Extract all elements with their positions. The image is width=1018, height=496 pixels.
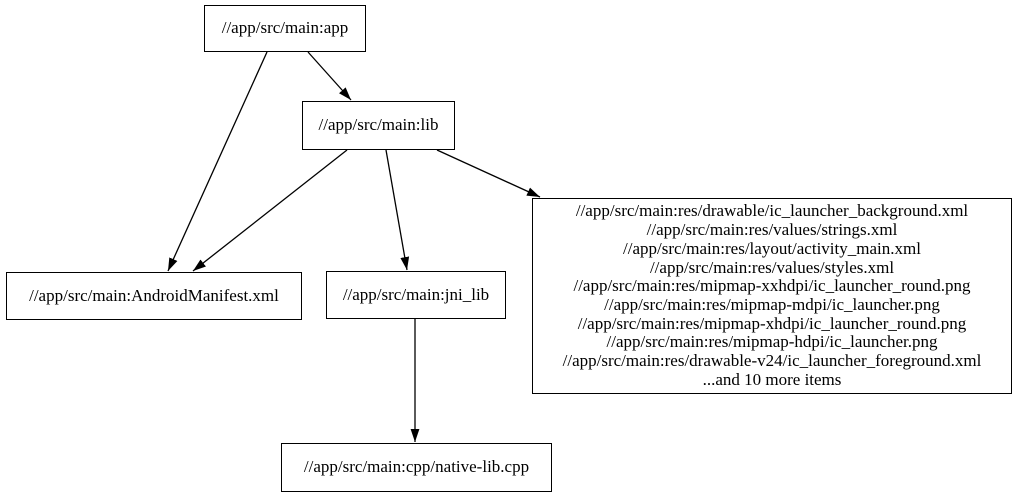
node-androidmanifest: //app/src/main:AndroidManifest.xml [6,272,302,320]
res-file-line: //app/src/main:res/values/strings.xml [646,220,898,240]
node-jni-lib-label: //app/src/main:jni_lib [342,284,490,304]
res-file-line: //app/src/main:res/drawable/ic_launcher_… [575,201,969,221]
res-file-line: //app/src/main:res/layout/activity_main.… [623,238,921,258]
edge-lib-to-res-files [436,149,541,198]
res-file-line: //app/src/main:res/drawable-v24/ic_launc… [562,351,982,371]
node-res-files: //app/src/main:res/drawable/ic_launcher_… [532,198,1012,394]
node-native-lib-cpp-label: //app/src/main:cpp/native-lib.cpp [303,457,530,477]
node-lib: //app/src/main:lib [302,101,455,150]
edge-app-to-androidmanifest [167,51,268,272]
node-lib-label: //app/src/main:lib [318,115,439,135]
res-file-line: //app/src/main:res/mipmap-hdpi/ic_launch… [606,332,938,352]
node-jni-lib: //app/src/main:jni_lib [326,271,506,319]
node-app: //app/src/main:app [204,5,366,52]
edge-lib-to-androidmanifest [192,149,348,272]
node-native-lib-cpp: //app/src/main:cpp/native-lib.cpp [281,443,552,492]
res-more-items-line: ...and 10 more items [702,369,842,389]
edge-app-to-lib [307,51,352,101]
res-file-line: //app/src/main:res/values/styles.xml [649,257,895,277]
res-file-line: //app/src/main:res/mipmap-xxhdpi/ic_laun… [573,276,971,296]
res-file-line: //app/src/main:res/mipmap-xhdpi/ic_launc… [577,313,967,333]
res-file-line: //app/src/main:res/mipmap-mdpi/ic_launch… [604,295,940,314]
node-app-label: //app/src/main:app [221,18,349,38]
node-androidmanifest-label: //app/src/main:AndroidManifest.xml [29,285,279,305]
edge-lib-to-jni-lib [385,149,410,271]
